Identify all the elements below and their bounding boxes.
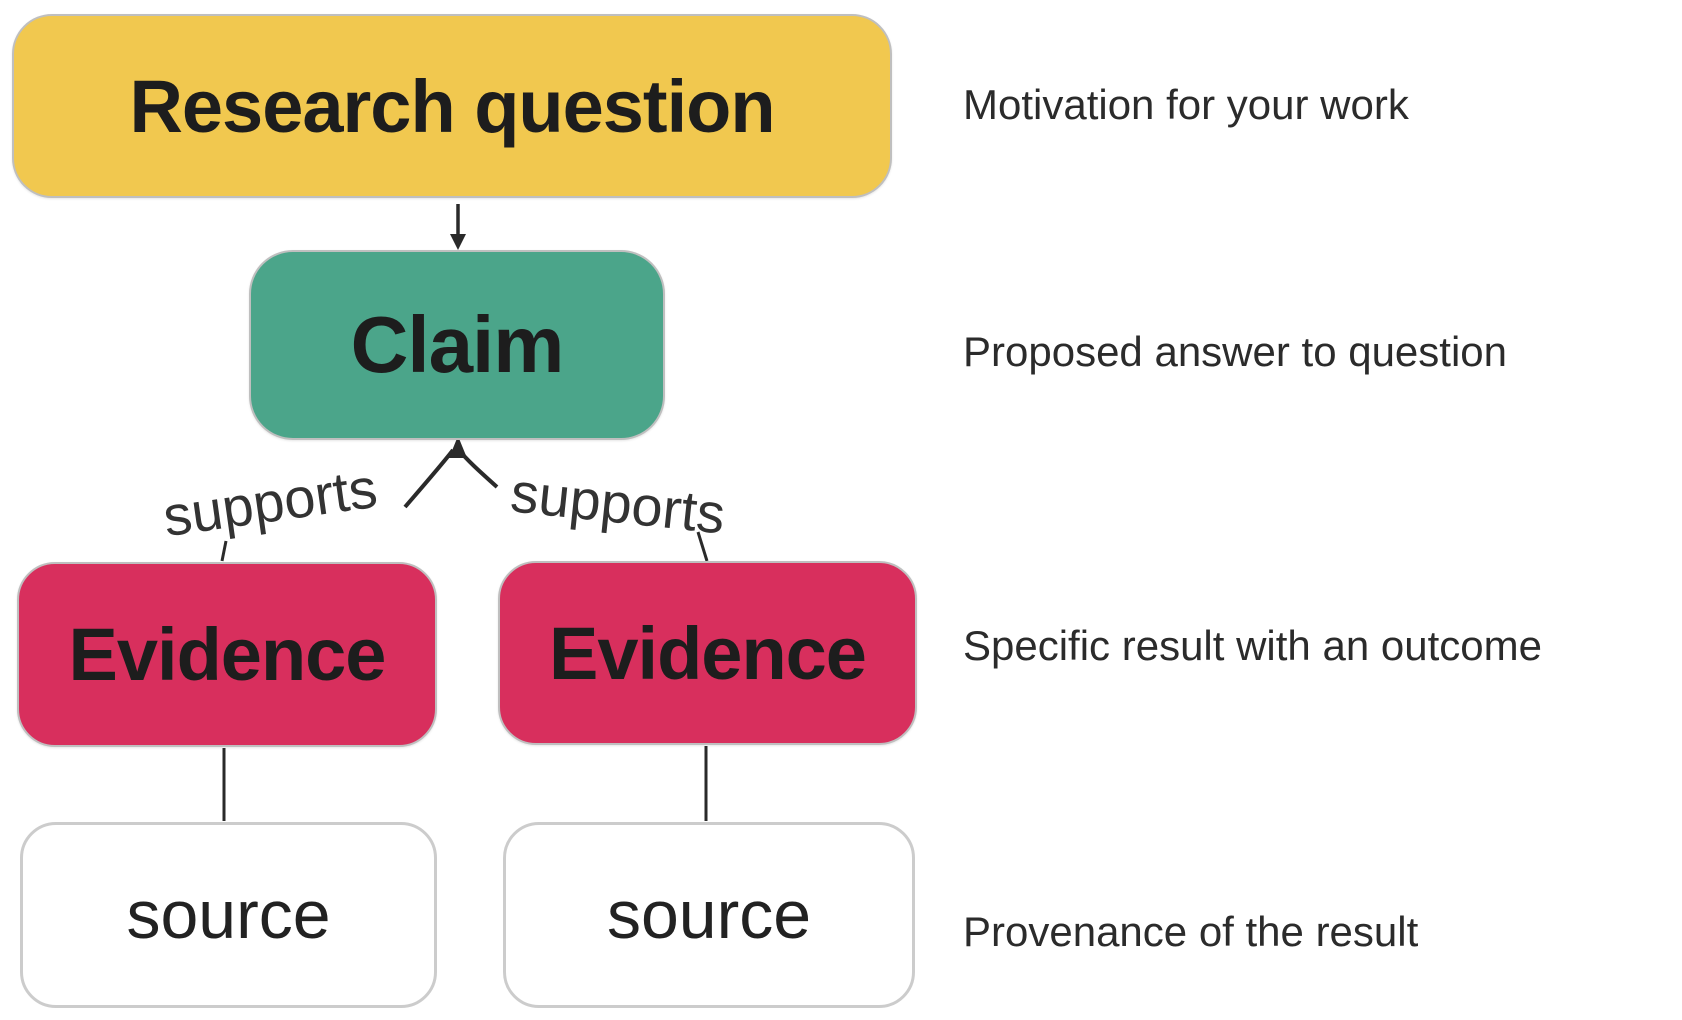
annotation-claim: Proposed answer to question xyxy=(963,328,1508,375)
node-claim-label: Claim xyxy=(350,300,565,389)
arrow-supports-fork xyxy=(403,436,499,509)
node-source-right: source xyxy=(503,822,915,1008)
node-evidence-left-label: Evidence xyxy=(68,613,387,696)
node-research-question-label: Research question xyxy=(129,64,775,148)
node-source-left: source xyxy=(20,822,437,1008)
edge-label-supports-left: supports xyxy=(159,455,381,549)
node-source-right-label: source xyxy=(606,877,812,953)
annotation-evidence: Specific result with an outcome xyxy=(963,622,1542,669)
arrow-research-to-claim xyxy=(450,204,466,250)
annotation-research-question: Motivation for your work xyxy=(963,81,1409,128)
node-evidence-right: Evidence xyxy=(498,561,917,745)
node-claim: Claim xyxy=(249,250,665,440)
node-research-question: Research question xyxy=(12,14,892,198)
edge-supports-left-tick xyxy=(220,540,228,562)
node-evidence-left: Evidence xyxy=(17,562,437,747)
node-evidence-right-label: Evidence xyxy=(549,611,867,695)
node-source-left-label: source xyxy=(126,877,331,953)
edge-label-supports-right: supports xyxy=(507,460,729,546)
annotation-source: Provenance of the result xyxy=(963,908,1419,955)
